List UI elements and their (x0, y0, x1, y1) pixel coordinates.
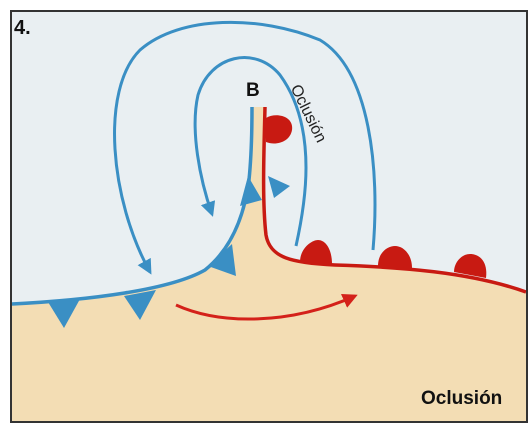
panel-caption: Oclusión (421, 388, 502, 410)
low-pressure-label: B (246, 80, 260, 102)
panel-number: 4. (14, 17, 31, 40)
